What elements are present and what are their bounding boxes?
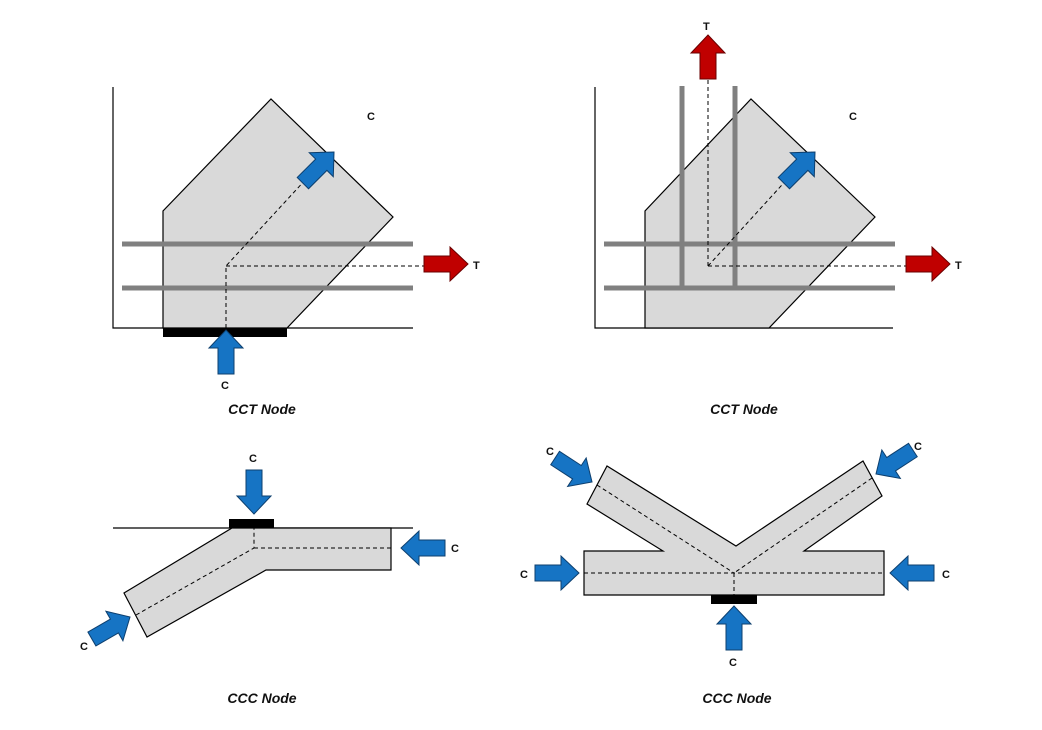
- compression-arrow-bottom: [716, 605, 752, 651]
- panel-caption: CCC Node: [227, 690, 296, 706]
- force-label-t-top: T: [703, 21, 710, 33]
- force-label-c-upper-right: C: [914, 441, 922, 453]
- tension-arrow-right: [423, 246, 469, 282]
- bearing-plate: [229, 519, 274, 528]
- compression-arrow-upper-left: [545, 443, 602, 497]
- compression-arrow-right: [889, 555, 935, 591]
- force-label-c-upper-left: C: [546, 446, 554, 458]
- support-corner-lines: [112, 87, 413, 329]
- panel-caption: CCT Node: [228, 401, 296, 417]
- force-label-c-lower-left: C: [80, 641, 88, 653]
- force-label-c-right: C: [942, 569, 950, 581]
- node-region: [583, 460, 885, 596]
- tension-arrow-right: [905, 246, 951, 282]
- tension-arrow-top: [690, 34, 726, 80]
- panel-cct-node-left: C T C CCT Node: [112, 87, 480, 417]
- force-label-c-bottom: C: [221, 380, 229, 392]
- panel-caption: CCC Node: [702, 690, 771, 706]
- bearing-plate: [711, 595, 757, 604]
- force-label-c-bottom: C: [729, 657, 737, 669]
- compression-arrow-left: [534, 555, 580, 591]
- node-region: [162, 98, 394, 329]
- compression-arrow-top: [236, 469, 272, 515]
- force-label-c-top: C: [249, 453, 257, 465]
- panel-ccc-node-left: C C C CCC Node: [80, 453, 459, 706]
- compression-arrow-lower-left: [82, 601, 139, 655]
- strut-centerline-upper-left: [596, 484, 735, 574]
- compression-arrow-right: [400, 530, 446, 566]
- force-label-c-upper: C: [849, 111, 857, 123]
- force-label-c-upper: C: [367, 111, 375, 123]
- support-corner-lines: [594, 87, 893, 329]
- panel-cct-node-right: T C T CCT Node: [594, 21, 962, 417]
- node-region: [123, 527, 392, 638]
- panel-caption: CCT Node: [710, 401, 778, 417]
- force-label-c-left: C: [520, 569, 528, 581]
- force-label-t-right: T: [955, 260, 962, 272]
- force-label-t-right: T: [473, 260, 480, 272]
- force-label-c-right: C: [451, 543, 459, 555]
- panel-ccc-node-right: C C C C C CCC Node: [520, 435, 950, 706]
